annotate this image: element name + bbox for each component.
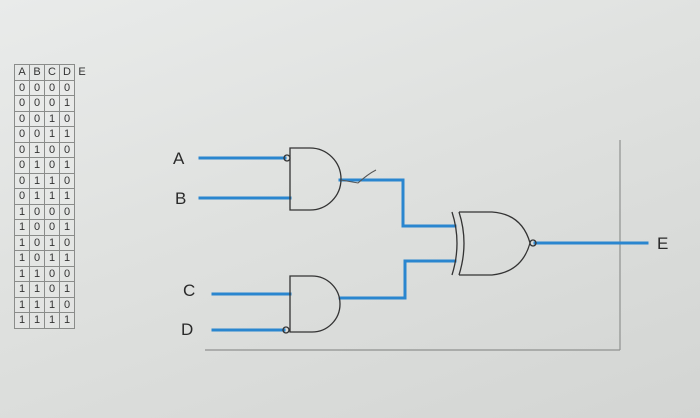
and-gate-1 — [283, 147, 377, 211]
truth-table-cell: 1 — [59, 281, 75, 298]
truth-table-cell: 0 — [44, 95, 60, 112]
wire-and1-to-nand — [338, 178, 457, 228]
truth-table-cell: 0 — [59, 265, 75, 282]
truth-table-cell: 0 — [14, 188, 30, 205]
truth-table-cell: 0 — [59, 110, 75, 127]
label-e: E — [657, 234, 669, 253]
truth-table-cell: 1 — [44, 312, 60, 329]
truth-table-cell: 1 — [29, 188, 45, 205]
label-b: B — [175, 189, 187, 208]
truth-table-cell: 1 — [44, 296, 60, 313]
truth-table-cell: 1 — [14, 296, 30, 313]
truth-table-cell: 1 — [59, 250, 75, 267]
label-d: D — [181, 320, 194, 339]
truth-table-cell: 1 — [14, 281, 30, 298]
and-gate-2 — [282, 275, 341, 334]
truth-table-cell: 0 — [14, 172, 30, 189]
truth-table-cell: 0 — [29, 219, 45, 236]
truth-table-cell: 0 — [59, 172, 75, 189]
truth-table-cell: 1 — [44, 172, 60, 189]
truth-table-cell: 1 — [59, 157, 75, 174]
invert-bubble-a — [283, 154, 291, 162]
truth-table-cell: 0 — [29, 234, 45, 251]
truth-table-cell: 1 — [59, 312, 75, 329]
truth-table-cell: 1 — [29, 312, 45, 329]
truth-table-cell: 1 — [44, 250, 60, 267]
truth-table-cell: 0 — [29, 79, 45, 96]
truth-table-cell: 0 — [29, 250, 45, 267]
truth-table-cell: 1 — [14, 203, 30, 220]
truth-table-cell: 1 — [29, 172, 45, 189]
truth-table-cell: 1 — [14, 234, 30, 251]
truth-table-cell: 1 — [59, 95, 75, 112]
truth-table-cell: 1 — [29, 157, 45, 174]
truth-table-cell: 0 — [59, 79, 75, 96]
truth-table-cell: 1 — [29, 265, 45, 282]
truth-table-cell: 1 — [14, 265, 30, 282]
truth-table-cell: 0 — [59, 141, 75, 158]
truth-table-cell: 0 — [14, 110, 30, 127]
label-c: C — [183, 281, 196, 300]
invert-bubble-d — [282, 326, 290, 334]
truth-table-cell: 1 — [44, 234, 60, 251]
truth-table-cell: 0 — [14, 79, 30, 96]
header-e: E — [78, 66, 86, 79]
truth-table-cell: 0 — [29, 95, 45, 112]
truth-table-cell: 0 — [59, 203, 75, 220]
label-a: A — [173, 149, 185, 168]
truth-table-cell: 0 — [59, 296, 75, 313]
truth-table-cell: 0 — [44, 203, 60, 220]
truth-table-cell: 1 — [59, 126, 75, 143]
wire-and2-to-nand — [338, 259, 457, 300]
nor-gate — [451, 211, 537, 276]
truth-table-cell: 0 — [44, 219, 60, 236]
invert-bubble-output — [529, 239, 537, 247]
